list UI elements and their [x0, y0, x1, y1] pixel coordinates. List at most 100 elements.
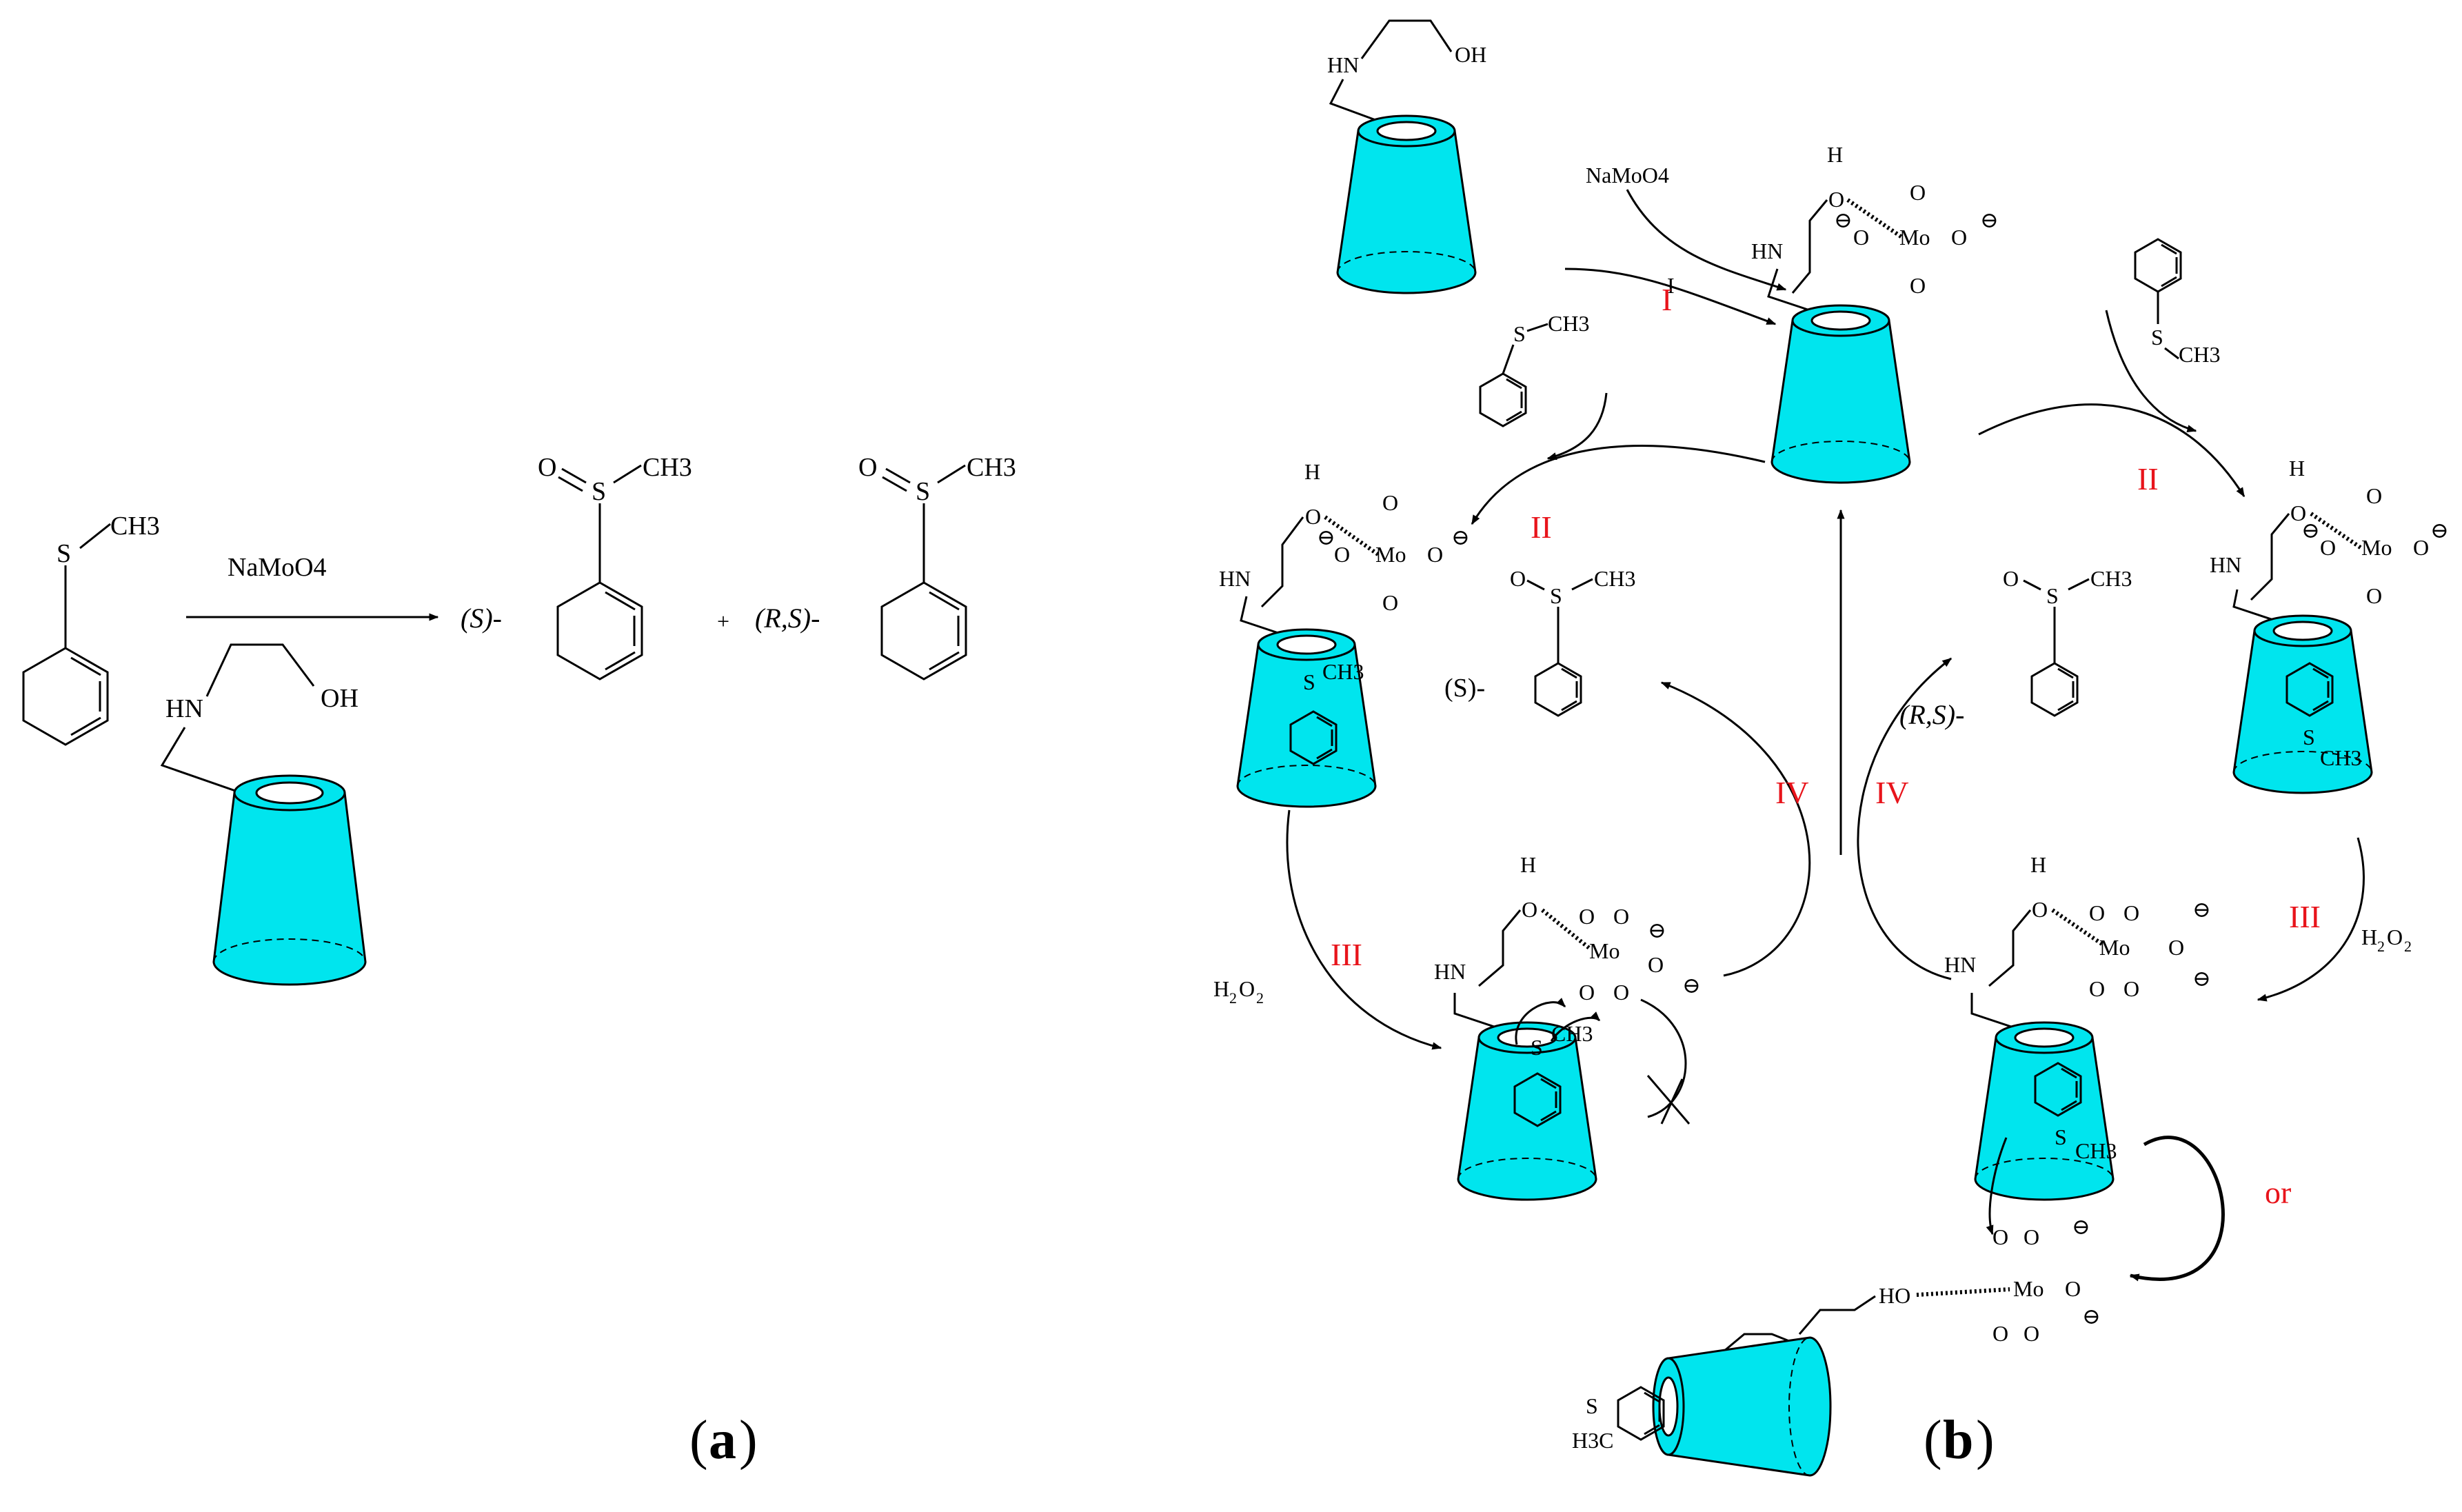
svg-text:O: O — [2168, 935, 2184, 960]
svg-text:H: H — [2289, 456, 2305, 481]
svg-text:HN: HN — [1751, 239, 1783, 263]
mo-complex-right: H O HN Mo O ⊖ O ⊖ O O S CH3 — [2210, 456, 2449, 794]
svg-text:S: S — [2151, 325, 2163, 350]
svg-text:S: S — [1531, 1035, 1543, 1060]
svg-text:O: O — [2123, 900, 2139, 925]
svg-text:HN: HN — [1219, 566, 1251, 591]
svg-text:O: O — [1239, 976, 1255, 1001]
svg-text:⊖: ⊖ — [2082, 1304, 2101, 1329]
svg-text:O: O — [2032, 897, 2048, 922]
svg-text:CH3: CH3 — [1548, 311, 1589, 336]
h2o2-left: H 2 O 2 — [1213, 976, 1264, 1007]
svg-text:2: 2 — [2377, 938, 2385, 955]
mo-complex-top: NaMoO4 I H O HN Mo O ⊖ O ⊖ O O — [1586, 142, 1999, 484]
svg-text:2: 2 — [2404, 938, 2412, 955]
svg-text:CH3: CH3 — [2075, 1138, 2117, 1163]
svg-text:⊖: ⊖ — [1451, 525, 1470, 550]
svg-text:⊖: ⊖ — [1980, 208, 1999, 232]
svg-text:HN: HN — [1434, 959, 1466, 984]
svg-text:O: O — [1382, 490, 1398, 515]
svg-text:CH3: CH3 — [2179, 342, 2220, 367]
catalyst-oh: OH — [321, 684, 359, 713]
sulfoxide-methyl: CH3 — [967, 453, 1016, 482]
step-iv-left-label: IV — [1775, 775, 1809, 810]
svg-text:(: ( — [1924, 1410, 1942, 1471]
svg-text:O: O — [1910, 273, 1926, 298]
sulfoxide-s: S — [592, 477, 606, 506]
svg-text:O: O — [1951, 225, 1967, 250]
free-catalyst: HN OH — [1327, 19, 1486, 294]
svg-text:O: O — [2413, 535, 2429, 560]
product-rs-center: (R,S)- S O CH3 — [1899, 566, 2132, 730]
svg-text:): ) — [1976, 1410, 1995, 1471]
svg-text:O: O — [1828, 187, 1844, 212]
svg-text:S: S — [1550, 583, 1562, 608]
cyclodextrin-cup-icon — [1336, 114, 1477, 294]
product-s-prefix: (S)- — [461, 603, 502, 634]
svg-text:2: 2 — [1256, 989, 1264, 1007]
svg-text:O: O — [1427, 542, 1443, 567]
benzene-ring-icon — [2134, 238, 2182, 293]
sulfoxide-o: O — [538, 453, 556, 482]
svg-text:or: or — [2265, 1175, 2291, 1210]
svg-text:O: O — [1305, 504, 1321, 529]
svg-text:⊖: ⊖ — [2072, 1214, 2090, 1239]
catalyst-hn: HN — [165, 694, 203, 723]
svg-text:H: H — [2361, 925, 2377, 949]
step-iii-left-label: III — [1331, 937, 1362, 972]
cyclodextrin-cup-icon — [212, 774, 367, 986]
svg-text:OH: OH — [1455, 42, 1486, 67]
svg-text:CH3: CH3 — [2090, 566, 2132, 591]
svg-text:O: O — [1910, 180, 1926, 205]
sulfoxide-o: O — [858, 453, 877, 482]
svg-text:CH3: CH3 — [1594, 566, 1635, 591]
atom-s: S — [57, 539, 71, 568]
benzene-ring-icon — [556, 581, 643, 681]
panel-b: HN OH NaMoO4 I H O HN Mo O ⊖ O ⊖ O O — [1213, 19, 2449, 1477]
svg-text:2: 2 — [1229, 989, 1237, 1007]
svg-text:O: O — [2089, 976, 2105, 1001]
benzene-ring-icon — [880, 581, 967, 681]
svg-text:O: O — [1992, 1321, 2008, 1346]
thioanisole-right: S CH3 — [2134, 238, 2220, 367]
product-rs-sulfoxide: (R,S)- S O CH3 — [755, 453, 1016, 681]
svg-text:S: S — [2055, 1125, 2067, 1149]
svg-text:O: O — [2366, 583, 2382, 608]
svg-text:NaMoO4: NaMoO4 — [1586, 163, 1669, 188]
svg-text:Mo: Mo — [2361, 535, 2392, 560]
svg-text:HO: HO — [1879, 1283, 1910, 1308]
svg-text:H: H — [2030, 852, 2046, 877]
peroxo-complex-right: H O HN Mo O O ⊖ O O O ⊖ S CH3 — [1944, 852, 2211, 1201]
svg-text:Mo: Mo — [2013, 1276, 2044, 1301]
step-iv-right-label: IV — [1875, 775, 1909, 810]
svg-text:H: H — [1827, 142, 1843, 167]
step-i-label: I — [1662, 282, 1672, 317]
mo-complex-left: H O HN Mo O ⊖ O ⊖ O O S CH3 — [1219, 459, 1470, 808]
benzene-ring-icon — [22, 647, 109, 746]
svg-text:⊖: ⊖ — [1834, 208, 1853, 232]
svg-text:HN: HN — [1327, 52, 1359, 77]
svg-text:O: O — [1334, 542, 1350, 567]
svg-text:⊖: ⊖ — [2192, 897, 2211, 922]
svg-text:O: O — [1510, 566, 1526, 591]
svg-text:O: O — [1579, 904, 1595, 929]
svg-text:O: O — [1522, 897, 1537, 922]
sulfoxide-s: S — [916, 477, 930, 506]
svg-text:(R,S)-: (R,S)- — [1899, 699, 1964, 730]
svg-text:⊖: ⊖ — [1317, 525, 1335, 550]
svg-text:O: O — [2387, 925, 2403, 949]
svg-text:S: S — [2046, 583, 2059, 608]
plus-sign: + — [717, 609, 729, 634]
svg-text:O: O — [1992, 1224, 2008, 1249]
panel-a-label: ( a ) — [689, 1410, 758, 1471]
cycle-arrows — [1286, 189, 2365, 1050]
methyl-label: CH3 — [110, 512, 160, 541]
svg-text:a: a — [709, 1410, 736, 1471]
svg-text:S: S — [2303, 725, 2315, 749]
svg-text:O: O — [1648, 952, 1664, 977]
svg-text:⊖: ⊖ — [1648, 918, 1666, 943]
svg-text:(S)-: (S)- — [1444, 674, 1485, 703]
svg-text:): ) — [739, 1410, 758, 1471]
svg-text:O: O — [1853, 225, 1869, 250]
